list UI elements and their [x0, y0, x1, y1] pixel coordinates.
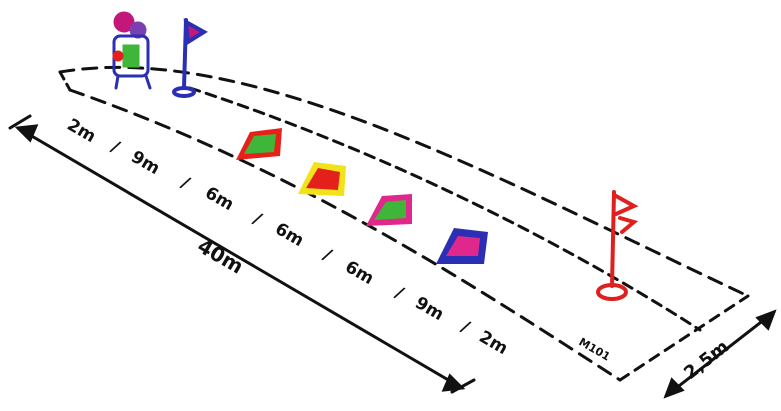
child-figure-icon — [112, 11, 152, 90]
segment-separator: / — [392, 283, 408, 304]
segment-label: 6m — [202, 183, 238, 215]
course-far-edge — [58, 65, 750, 298]
board-obstacle-4 — [436, 228, 488, 264]
segment-separator: / — [250, 209, 266, 230]
course-finish-edge — [618, 294, 750, 382]
segment-label: 9m — [412, 293, 448, 325]
total-length-label: 40m — [194, 234, 248, 279]
segment-label: 6m — [272, 219, 308, 251]
finish-marker-label: M101 — [577, 335, 613, 363]
segment-label: 2m — [476, 327, 512, 359]
segment-label: 2m — [64, 115, 100, 147]
width-label: 2,5m — [680, 336, 733, 384]
course-center-line — [188, 86, 702, 332]
segment-separator: / — [178, 173, 194, 194]
segment-label: 9m — [128, 147, 164, 179]
board-obstacle-1 — [236, 128, 282, 160]
segment-separator: / — [458, 317, 474, 338]
board-obstacle-3 — [366, 194, 412, 226]
length-dimension-arrow — [8, 114, 476, 394]
board-obstacle-2 — [298, 162, 346, 196]
segment-label: 6m — [342, 257, 378, 289]
segment-separator: / — [108, 137, 124, 158]
course-start-edge — [58, 70, 72, 92]
course-outline — [58, 65, 750, 382]
course-near-edge — [68, 88, 622, 382]
start-flag-icon — [172, 18, 208, 98]
finish-flag-icon — [596, 190, 639, 301]
segment-separator: / — [320, 245, 336, 266]
width-dimension-arrow — [663, 309, 777, 399]
segment-labels: 2m / 9m / 6m / 6m / 6m / 9m / 2m — [64, 115, 512, 359]
